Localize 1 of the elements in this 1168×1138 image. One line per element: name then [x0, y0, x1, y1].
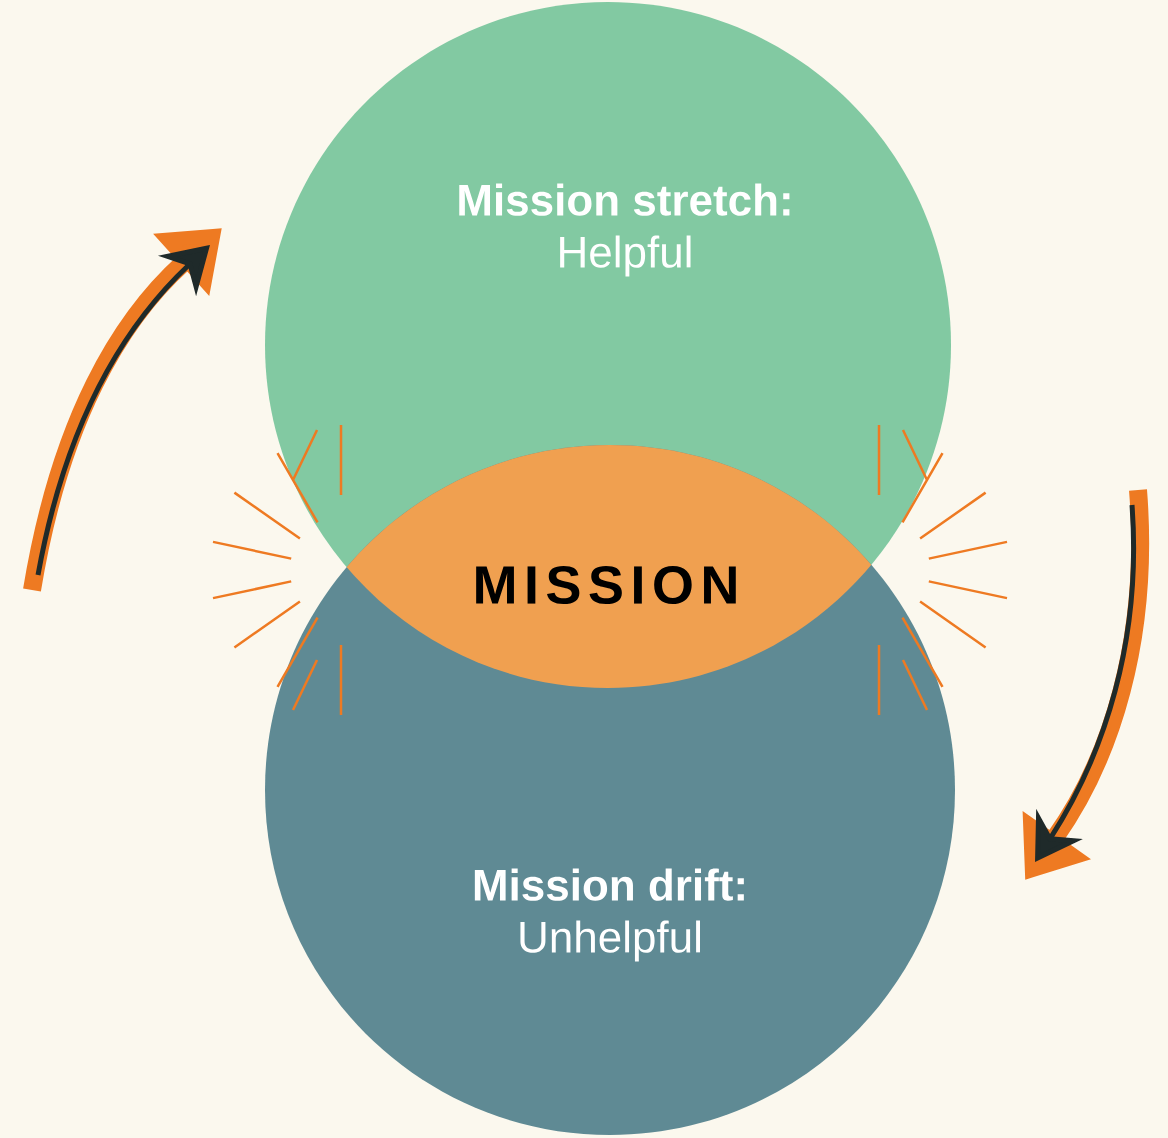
lens: MISSION [476, 565, 736, 605]
